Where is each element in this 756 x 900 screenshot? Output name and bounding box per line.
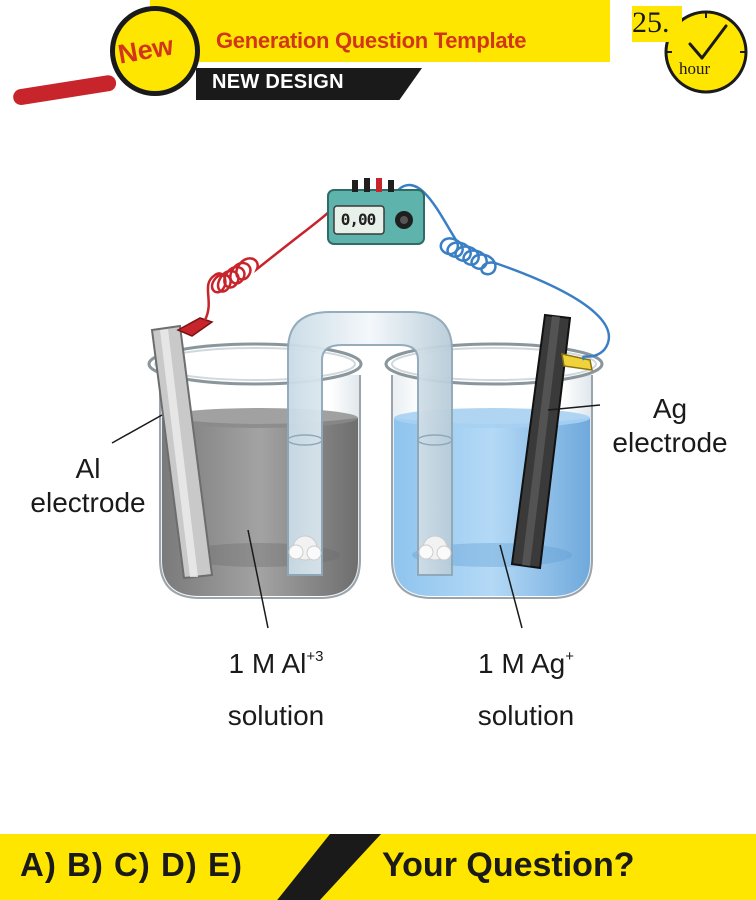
ag-electrode-leader — [547, 404, 601, 411]
clock-value: 25. — [632, 6, 670, 39]
voltmeter — [327, 178, 425, 245]
al-electrode-label-line1: Al — [75, 453, 101, 484]
ag-solution-charge: + — [565, 648, 574, 665]
ag-solution-label: 1 M Ag+ solution — [456, 640, 596, 733]
magnifier-icon — [110, 6, 200, 96]
al-solution-formula-text: 1 M Al — [228, 648, 307, 679]
al-electrode — [150, 324, 214, 580]
red-wire — [203, 203, 338, 321]
salt-bridge — [287, 311, 453, 576]
ag-electrode-label-line2: electrode — [612, 427, 728, 458]
clock-icon — [664, 10, 748, 94]
al-solution-label: 1 M Al+3 solution — [206, 640, 346, 733]
al-solution-word: solution — [227, 700, 325, 731]
subtitle-banner — [196, 68, 422, 100]
ag-solution-formula-text: 1 M Ag — [478, 648, 566, 679]
clock-value-bg — [632, 6, 682, 42]
question-panel — [320, 834, 756, 900]
ag-solution-word: solution — [477, 700, 575, 731]
yellow-clip — [561, 353, 593, 371]
ag-solution-formula: 1 M Ag+ — [456, 640, 596, 681]
voltmeter-display: 0,00 — [340, 210, 377, 229]
ag-solution-leader — [499, 544, 523, 629]
clock-unit: hour — [679, 59, 711, 78]
question-prompt: Your Question? — [382, 846, 635, 884]
ag-electrode-label: Ag electrode — [604, 392, 736, 460]
blue-wire — [397, 183, 611, 361]
al-electrode-label-line2: electrode — [30, 487, 146, 518]
al-solution-formula: 1 M Al+3 — [206, 640, 346, 681]
red-clip — [176, 317, 214, 337]
answer-options: A) B) C) D) E) — [20, 846, 243, 883]
answers-panel — [0, 834, 330, 900]
al-solution-charge: +3 — [306, 648, 324, 665]
header-bar — [150, 0, 610, 62]
al-electrode-leader — [111, 414, 163, 444]
subtitle-text: NEW DESIGN — [212, 71, 344, 93]
ag-electrode — [510, 313, 572, 570]
al-solution-leader — [247, 529, 269, 629]
ag-electrode-label-line1: Ag — [652, 393, 688, 424]
al-electrode-label: Al electrode — [22, 452, 154, 520]
header-title: Generation Question Template — [216, 28, 527, 53]
